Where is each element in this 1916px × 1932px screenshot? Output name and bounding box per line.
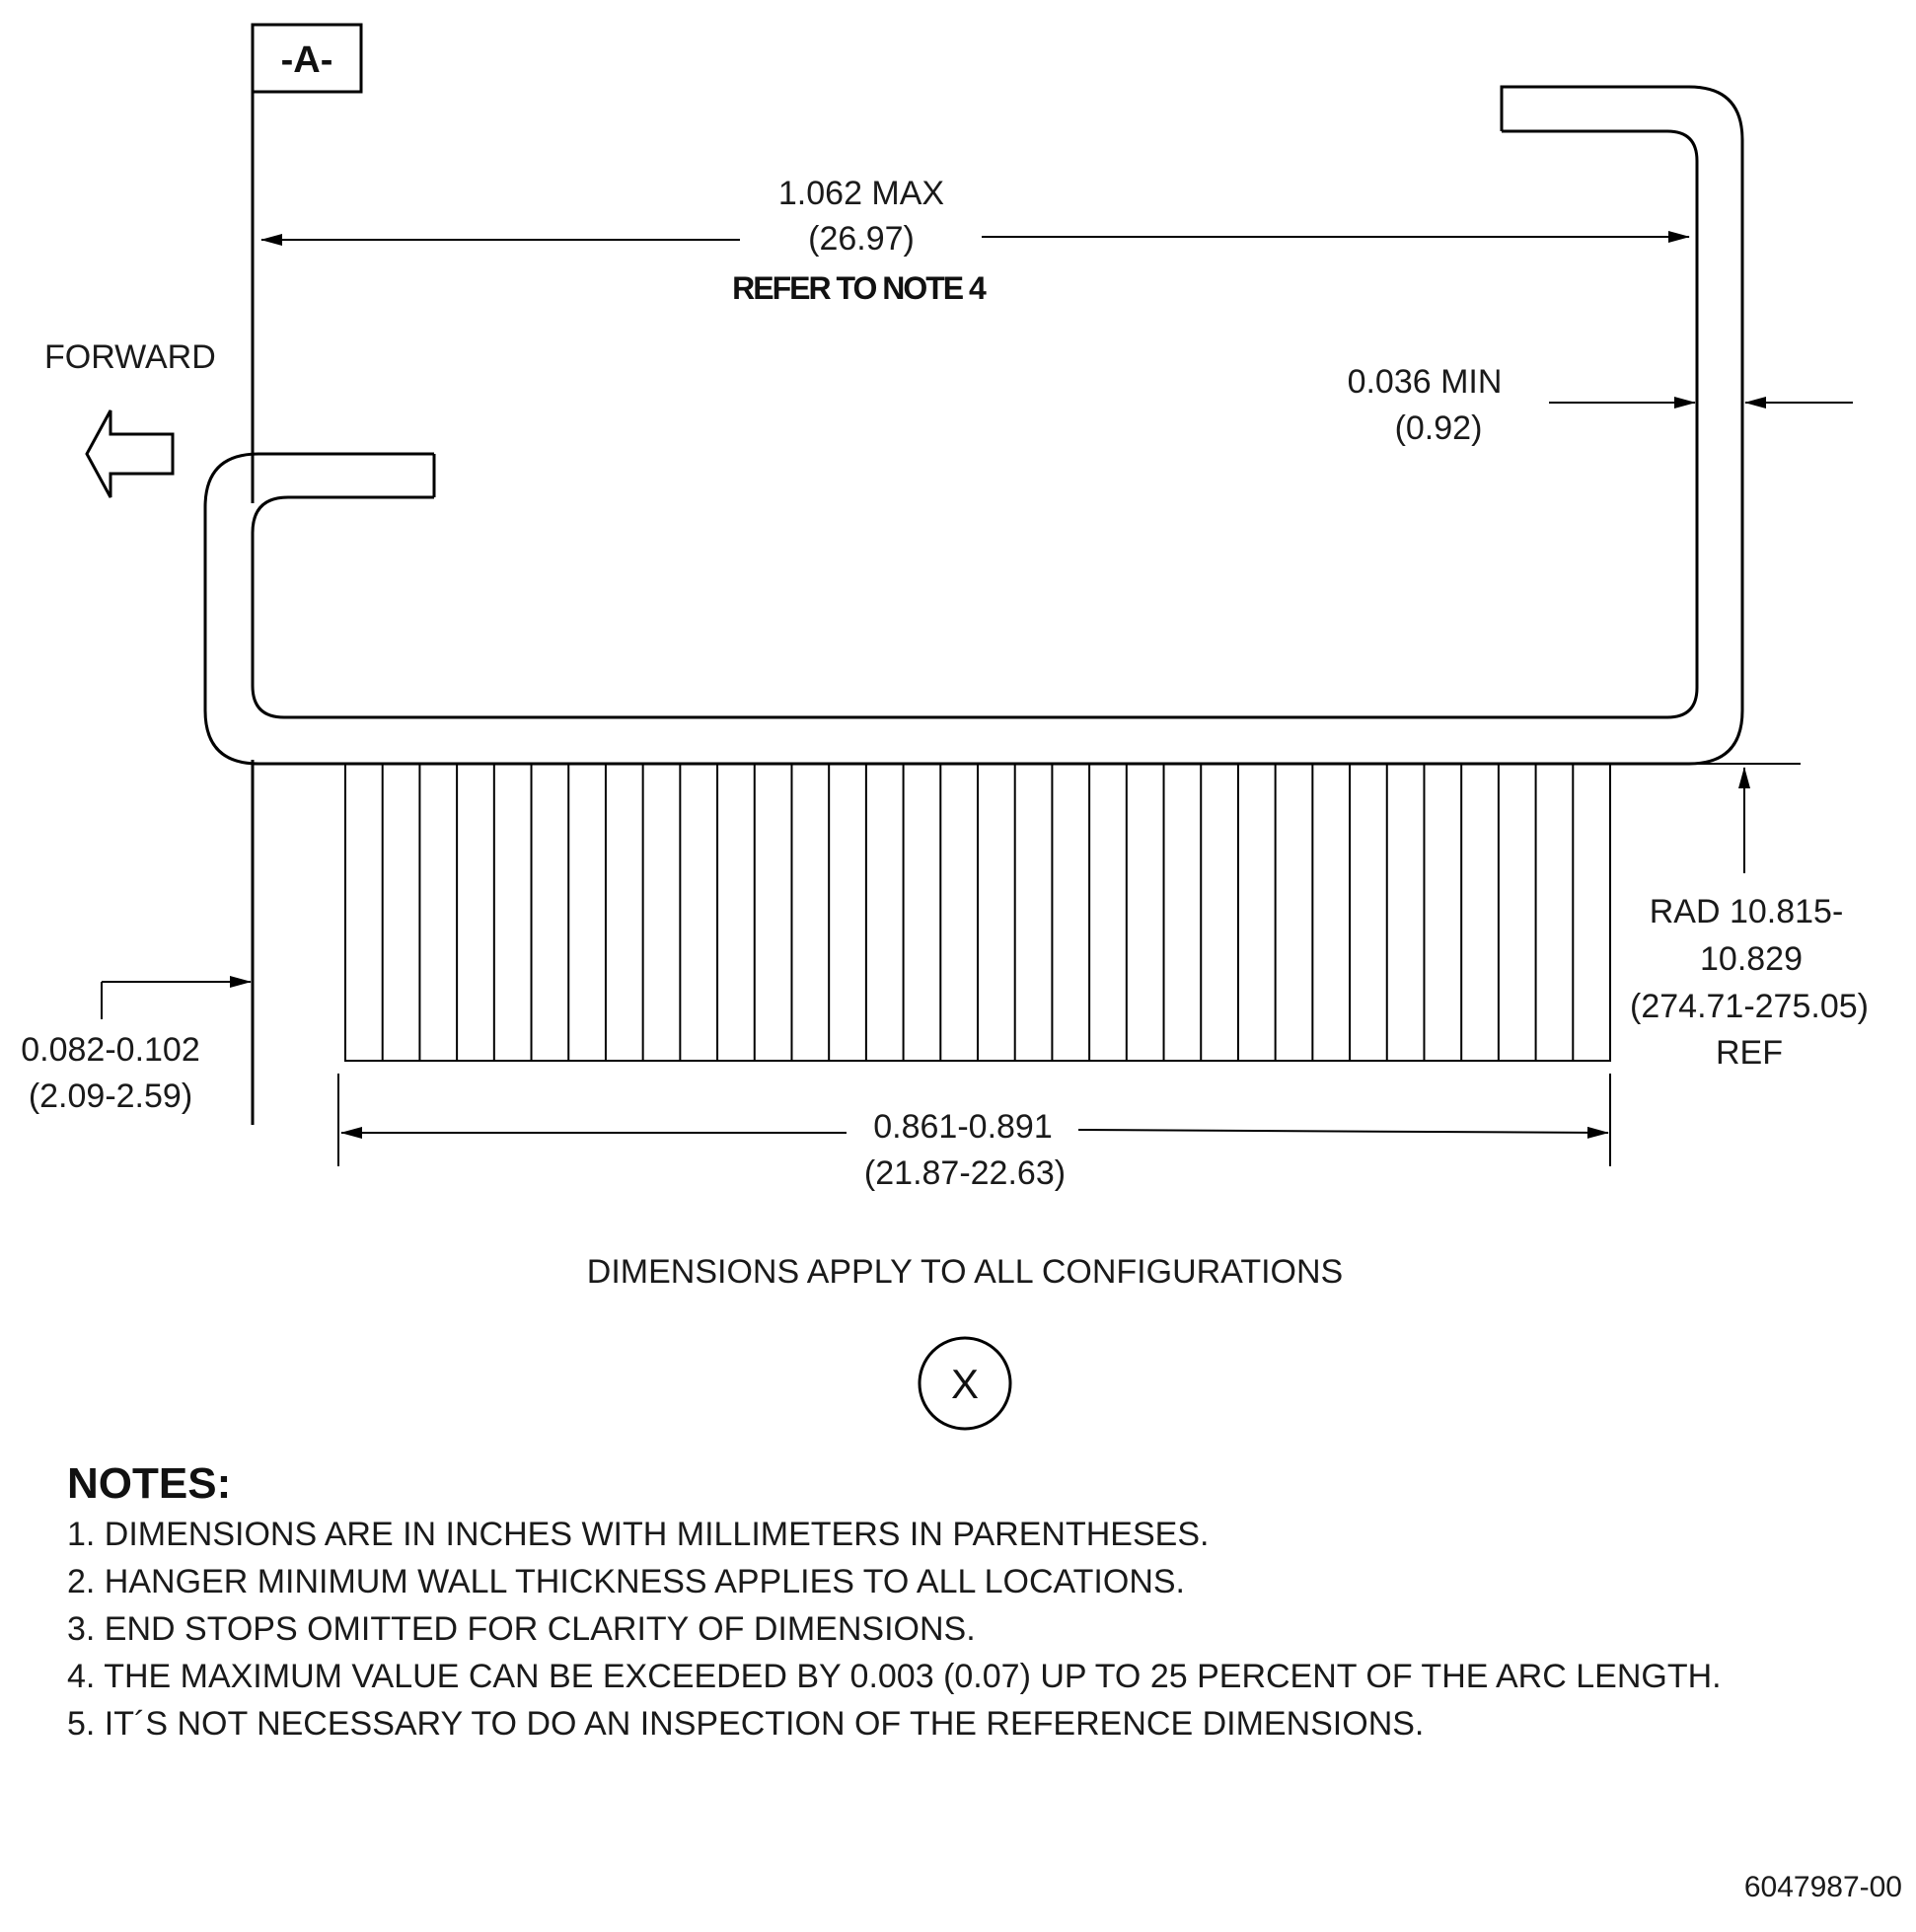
radius-dimension: RAD 10.815- 10.829 (274.71-275.05) REF [1630, 763, 1869, 1072]
radius-suffix: REF [1716, 1034, 1783, 1072]
hanger-profile [203, 85, 1744, 766]
wall-thickness-dimension: 0.036 MIN (0.92) [1348, 363, 1853, 447]
note-item: 2. HANGER MINIMUM WALL THICKNESS APPLIES… [67, 1563, 1185, 1600]
overall-length-mm: (26.97) [808, 220, 915, 258]
view-letter: X [951, 1361, 979, 1407]
note-item: 3. END STOPS OMITTED FOR CLARITY OF DIME… [67, 1610, 976, 1648]
base-width-dimension: 0.861-0.891 (21.87-22.63) [337, 1074, 1611, 1192]
radius-line2: 10.829 [1700, 940, 1803, 978]
note-item: 5. IT´S NOT NECESSARY TO DO AN INSPECTIO… [67, 1705, 1424, 1743]
configurations-caption: DIMENSIONS APPLY TO ALL CONFIGURATIONS [587, 1253, 1343, 1291]
refer-to-note: REFER TO NOTE 4 [732, 270, 987, 306]
liner-strips [344, 763, 1611, 1062]
offset-inch: 0.082-0.102 [21, 1031, 200, 1069]
overall-length-dimension: 1.062 MAX (26.97) REFER TO NOTE 4 [260, 175, 1690, 306]
radius-line1: RAD 10.815- [1650, 893, 1844, 930]
notes-block: NOTES: 1. DIMENSIONS ARE IN INCHES WITH … [67, 1459, 1722, 1743]
forward-arrow-icon [85, 409, 175, 498]
note-item: 1. DIMENSIONS ARE IN INCHES WITH MILLIME… [67, 1516, 1209, 1553]
notes-title: NOTES: [67, 1459, 231, 1508]
forward-label: FORWARD [44, 338, 216, 376]
overall-length-inch: 1.062 MAX [778, 175, 944, 212]
offset-dimension: 0.082-0.102 (2.09-2.59) [21, 976, 252, 1115]
drawing-number: 6047987-00 [1744, 1871, 1902, 1903]
datum-a: -A- [251, 23, 363, 1125]
datum-label: -A- [281, 39, 333, 81]
note-item: 4. THE MAXIMUM VALUE CAN BE EXCEEDED BY … [67, 1658, 1722, 1695]
forward-indicator: FORWARD [44, 338, 216, 498]
wall-thickness-inch: 0.036 MIN [1348, 363, 1503, 401]
base-width-mm: (21.87-22.63) [864, 1154, 1066, 1192]
view-label: X [918, 1336, 1012, 1431]
offset-mm: (2.09-2.59) [29, 1077, 192, 1115]
wall-thickness-mm: (0.92) [1395, 409, 1483, 447]
radius-mm: (274.71-275.05) [1630, 988, 1869, 1025]
base-width-inch: 0.861-0.891 [873, 1108, 1053, 1146]
